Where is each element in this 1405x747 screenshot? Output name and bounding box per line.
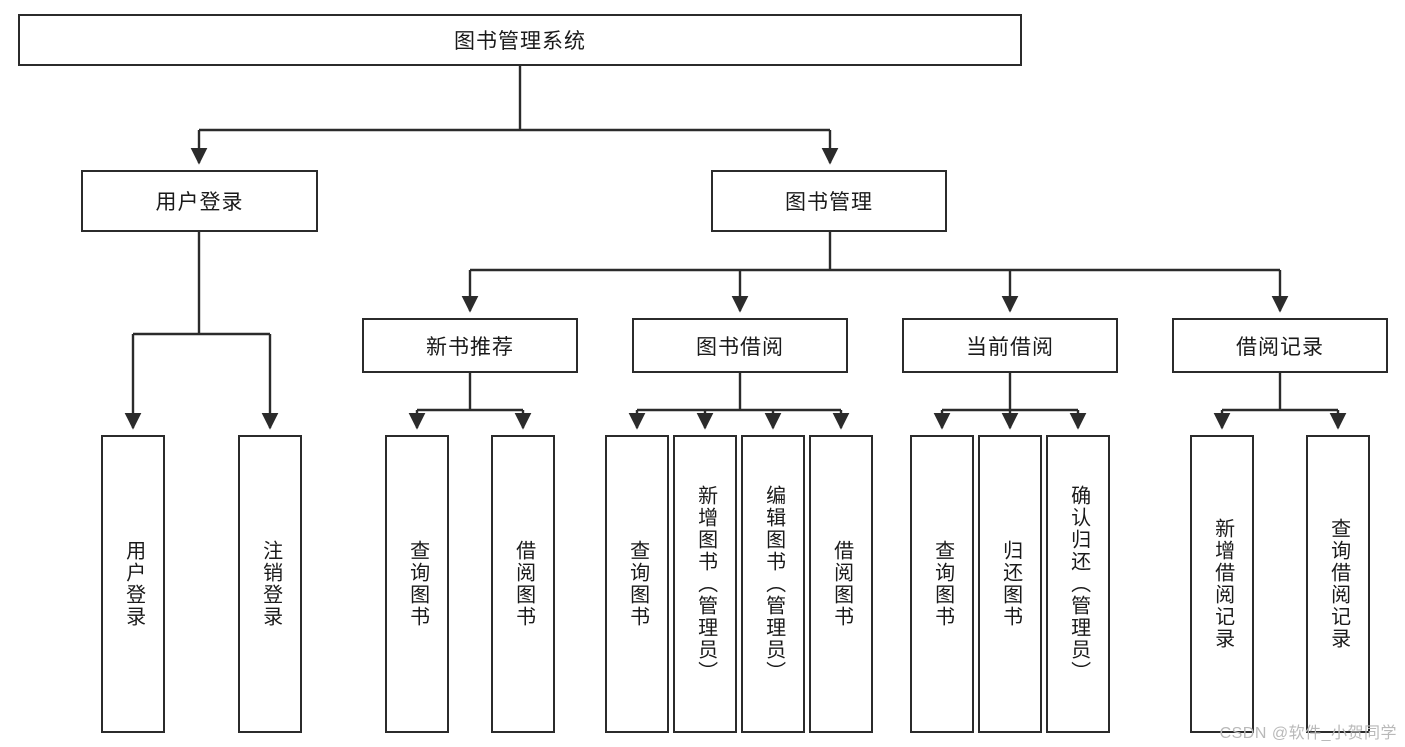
node-label: 借阅记录 [1236, 335, 1324, 359]
leaf-label: 新增借阅记录 [1211, 518, 1234, 650]
leaf-add-borrow-record[interactable]: 新增借阅记录 [1190, 435, 1254, 733]
leaf-label: 查询借阅记录 [1327, 518, 1350, 650]
leaf-inner: 查询图书 [607, 447, 667, 721]
leaf-label: 查询图书 [406, 540, 429, 628]
leaf-inner: 查询图书 [387, 447, 447, 721]
leaf-label: 编辑图书（管理员） [762, 485, 785, 683]
node-label: 图书借阅 [696, 335, 784, 359]
leaf-borrow-book[interactable]: 借阅图书 [809, 435, 873, 733]
node-user-login[interactable]: 用户登录 [81, 170, 318, 232]
node-book-borrow[interactable]: 图书借阅 [632, 318, 848, 373]
leaf-borrow-book-recommend[interactable]: 借阅图书 [491, 435, 555, 733]
leaf-inner: 借阅图书 [493, 447, 553, 721]
watermark-text: CSDN @软件_小贺同学 [1219, 725, 1397, 742]
leaf-inner: 新增图书（管理员） [675, 447, 735, 721]
leaf-inner: 新增借阅记录 [1192, 447, 1252, 721]
leaf-query-book-borrow[interactable]: 查询图书 [605, 435, 669, 733]
leaf-add-book-admin[interactable]: 新增图书（管理员） [673, 435, 737, 733]
leaf-query-book-recommend[interactable]: 查询图书 [385, 435, 449, 733]
leaf-inner: 查询图书 [912, 447, 972, 721]
node-book-management[interactable]: 图书管理 [711, 170, 947, 232]
leaf-inner: 用户登录 [103, 447, 163, 721]
node-label: 图书管理系统 [454, 30, 586, 53]
node-label: 当前借阅 [966, 335, 1054, 359]
leaf-inner: 归还图书 [980, 447, 1040, 721]
node-new-book-recommend[interactable]: 新书推荐 [362, 318, 578, 373]
leaf-label: 确认归还（管理员） [1067, 485, 1090, 683]
node-label: 图书管理 [785, 191, 873, 214]
node-root-system[interactable]: 图书管理系统 [18, 14, 1022, 66]
leaf-label: 用户登录 [122, 540, 145, 628]
leaf-label: 借阅图书 [512, 540, 535, 628]
leaf-label: 归还图书 [999, 540, 1022, 628]
leaf-label: 借阅图书 [830, 540, 853, 628]
leaf-label: 查询图书 [626, 540, 649, 628]
leaf-return-book[interactable]: 归还图书 [978, 435, 1042, 733]
leaf-inner: 编辑图书（管理员） [743, 447, 803, 721]
leaf-inner: 确认归还（管理员） [1048, 447, 1108, 721]
leaf-logout-login[interactable]: 注销登录 [238, 435, 302, 733]
leaf-label: 查询图书 [931, 540, 954, 628]
node-label: 新书推荐 [426, 335, 514, 359]
leaf-query-book-current[interactable]: 查询图书 [910, 435, 974, 733]
leaf-inner: 查询借阅记录 [1308, 447, 1368, 721]
leaf-query-borrow-record[interactable]: 查询借阅记录 [1306, 435, 1370, 733]
leaf-label: 注销登录 [259, 540, 282, 628]
leaf-inner: 借阅图书 [811, 447, 871, 721]
node-label: 用户登录 [155, 191, 244, 214]
leaf-label: 新增图书（管理员） [694, 485, 717, 683]
leaf-inner: 注销登录 [240, 447, 300, 721]
leaf-confirm-return-admin[interactable]: 确认归还（管理员） [1046, 435, 1110, 733]
leaf-edit-book-admin[interactable]: 编辑图书（管理员） [741, 435, 805, 733]
leaf-user-login[interactable]: 用户登录 [101, 435, 165, 733]
node-borrow-record[interactable]: 借阅记录 [1172, 318, 1388, 373]
node-current-borrow[interactable]: 当前借阅 [902, 318, 1118, 373]
